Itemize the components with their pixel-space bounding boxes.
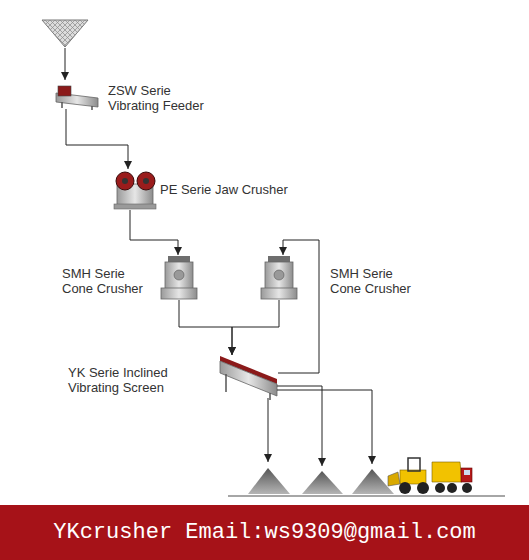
cone-crusher-icon <box>161 256 197 299</box>
cone-crusher-icon <box>161 288 197 299</box>
screen-icon <box>225 374 227 392</box>
loader-icon <box>417 482 429 494</box>
loader-icon <box>399 482 411 494</box>
hopper-icon <box>42 20 88 47</box>
cone-crusher-icon <box>261 256 297 299</box>
truck-icon <box>447 483 457 493</box>
cone-crusher-icon <box>261 288 297 299</box>
screen-node: YK Serie Inclined Vibrating Screen <box>219 355 278 400</box>
truck-icon <box>435 483 445 493</box>
truck-icon <box>462 483 472 493</box>
machine-label: PE Serie Jaw Crusher <box>160 182 288 197</box>
hopper-icon <box>42 20 88 47</box>
jaw-crusher-icon <box>143 178 149 184</box>
cone-crusher-icon <box>165 262 193 289</box>
truck-icon <box>461 468 472 482</box>
flow-arrow <box>66 109 128 169</box>
screen-icon <box>220 356 277 400</box>
feeder-icon <box>91 106 93 110</box>
flow-arrow <box>179 300 232 355</box>
jaw-crusher-icon <box>116 172 134 190</box>
jaw-crusher-icon <box>114 204 156 209</box>
feeder-icon <box>58 86 71 96</box>
truck-icon <box>432 462 462 482</box>
cone-crusher-icon <box>265 262 293 289</box>
stockpile <box>302 471 343 494</box>
footer-text: YKcrusher Email:ws9309@gmail.com <box>53 520 475 546</box>
cone-crusher-icon <box>274 270 284 280</box>
loader-icon <box>388 472 400 486</box>
flow-arrow <box>232 300 279 355</box>
output-line <box>268 398 269 462</box>
cone-crusher-node: SMH Serie Cone Crusher <box>160 255 198 300</box>
loader-icon <box>408 458 420 471</box>
machine-label: YK Serie Inclined Vibrating Screen <box>68 365 214 395</box>
feeder-node: ZSW Serie Vibrating Feeder <box>54 84 100 109</box>
jaw-crusher-node: PE Serie Jaw Crusher <box>113 169 157 210</box>
hopper-icon <box>65 48 66 80</box>
output-line <box>277 390 372 464</box>
jaw-crusher-icon <box>137 172 155 190</box>
stockpile <box>228 495 505 497</box>
flow-arrow <box>278 240 319 373</box>
stockpile <box>248 468 290 494</box>
jaw-crusher-icon <box>122 178 128 184</box>
feeder-icon <box>61 102 63 108</box>
machine-label: SMH Serie Cone Crusher <box>62 266 150 296</box>
screen-icon <box>220 361 277 396</box>
cone-crusher-node: SMH Serie Cone Crusher <box>260 255 298 300</box>
screen-icon <box>269 393 271 400</box>
loader-icon <box>400 470 426 484</box>
output-line <box>277 386 322 466</box>
machine-label: ZSW Serie Vibrating Feeder <box>108 83 212 113</box>
output-line <box>268 386 372 466</box>
stockpile <box>228 468 505 496</box>
truck-icon <box>432 462 472 493</box>
cone-crusher-icon <box>174 270 184 280</box>
jaw-crusher-icon <box>114 172 156 209</box>
hopper-icon <box>42 20 88 80</box>
machine-label: SMH Serie Cone Crusher <box>330 266 418 296</box>
loader-icon <box>388 458 429 494</box>
flow-arrow <box>130 210 178 255</box>
footer-band: YKcrusher Email:ws9309@gmail.com <box>0 505 529 560</box>
truck-icon <box>464 470 470 475</box>
feeder-icon <box>56 86 98 110</box>
